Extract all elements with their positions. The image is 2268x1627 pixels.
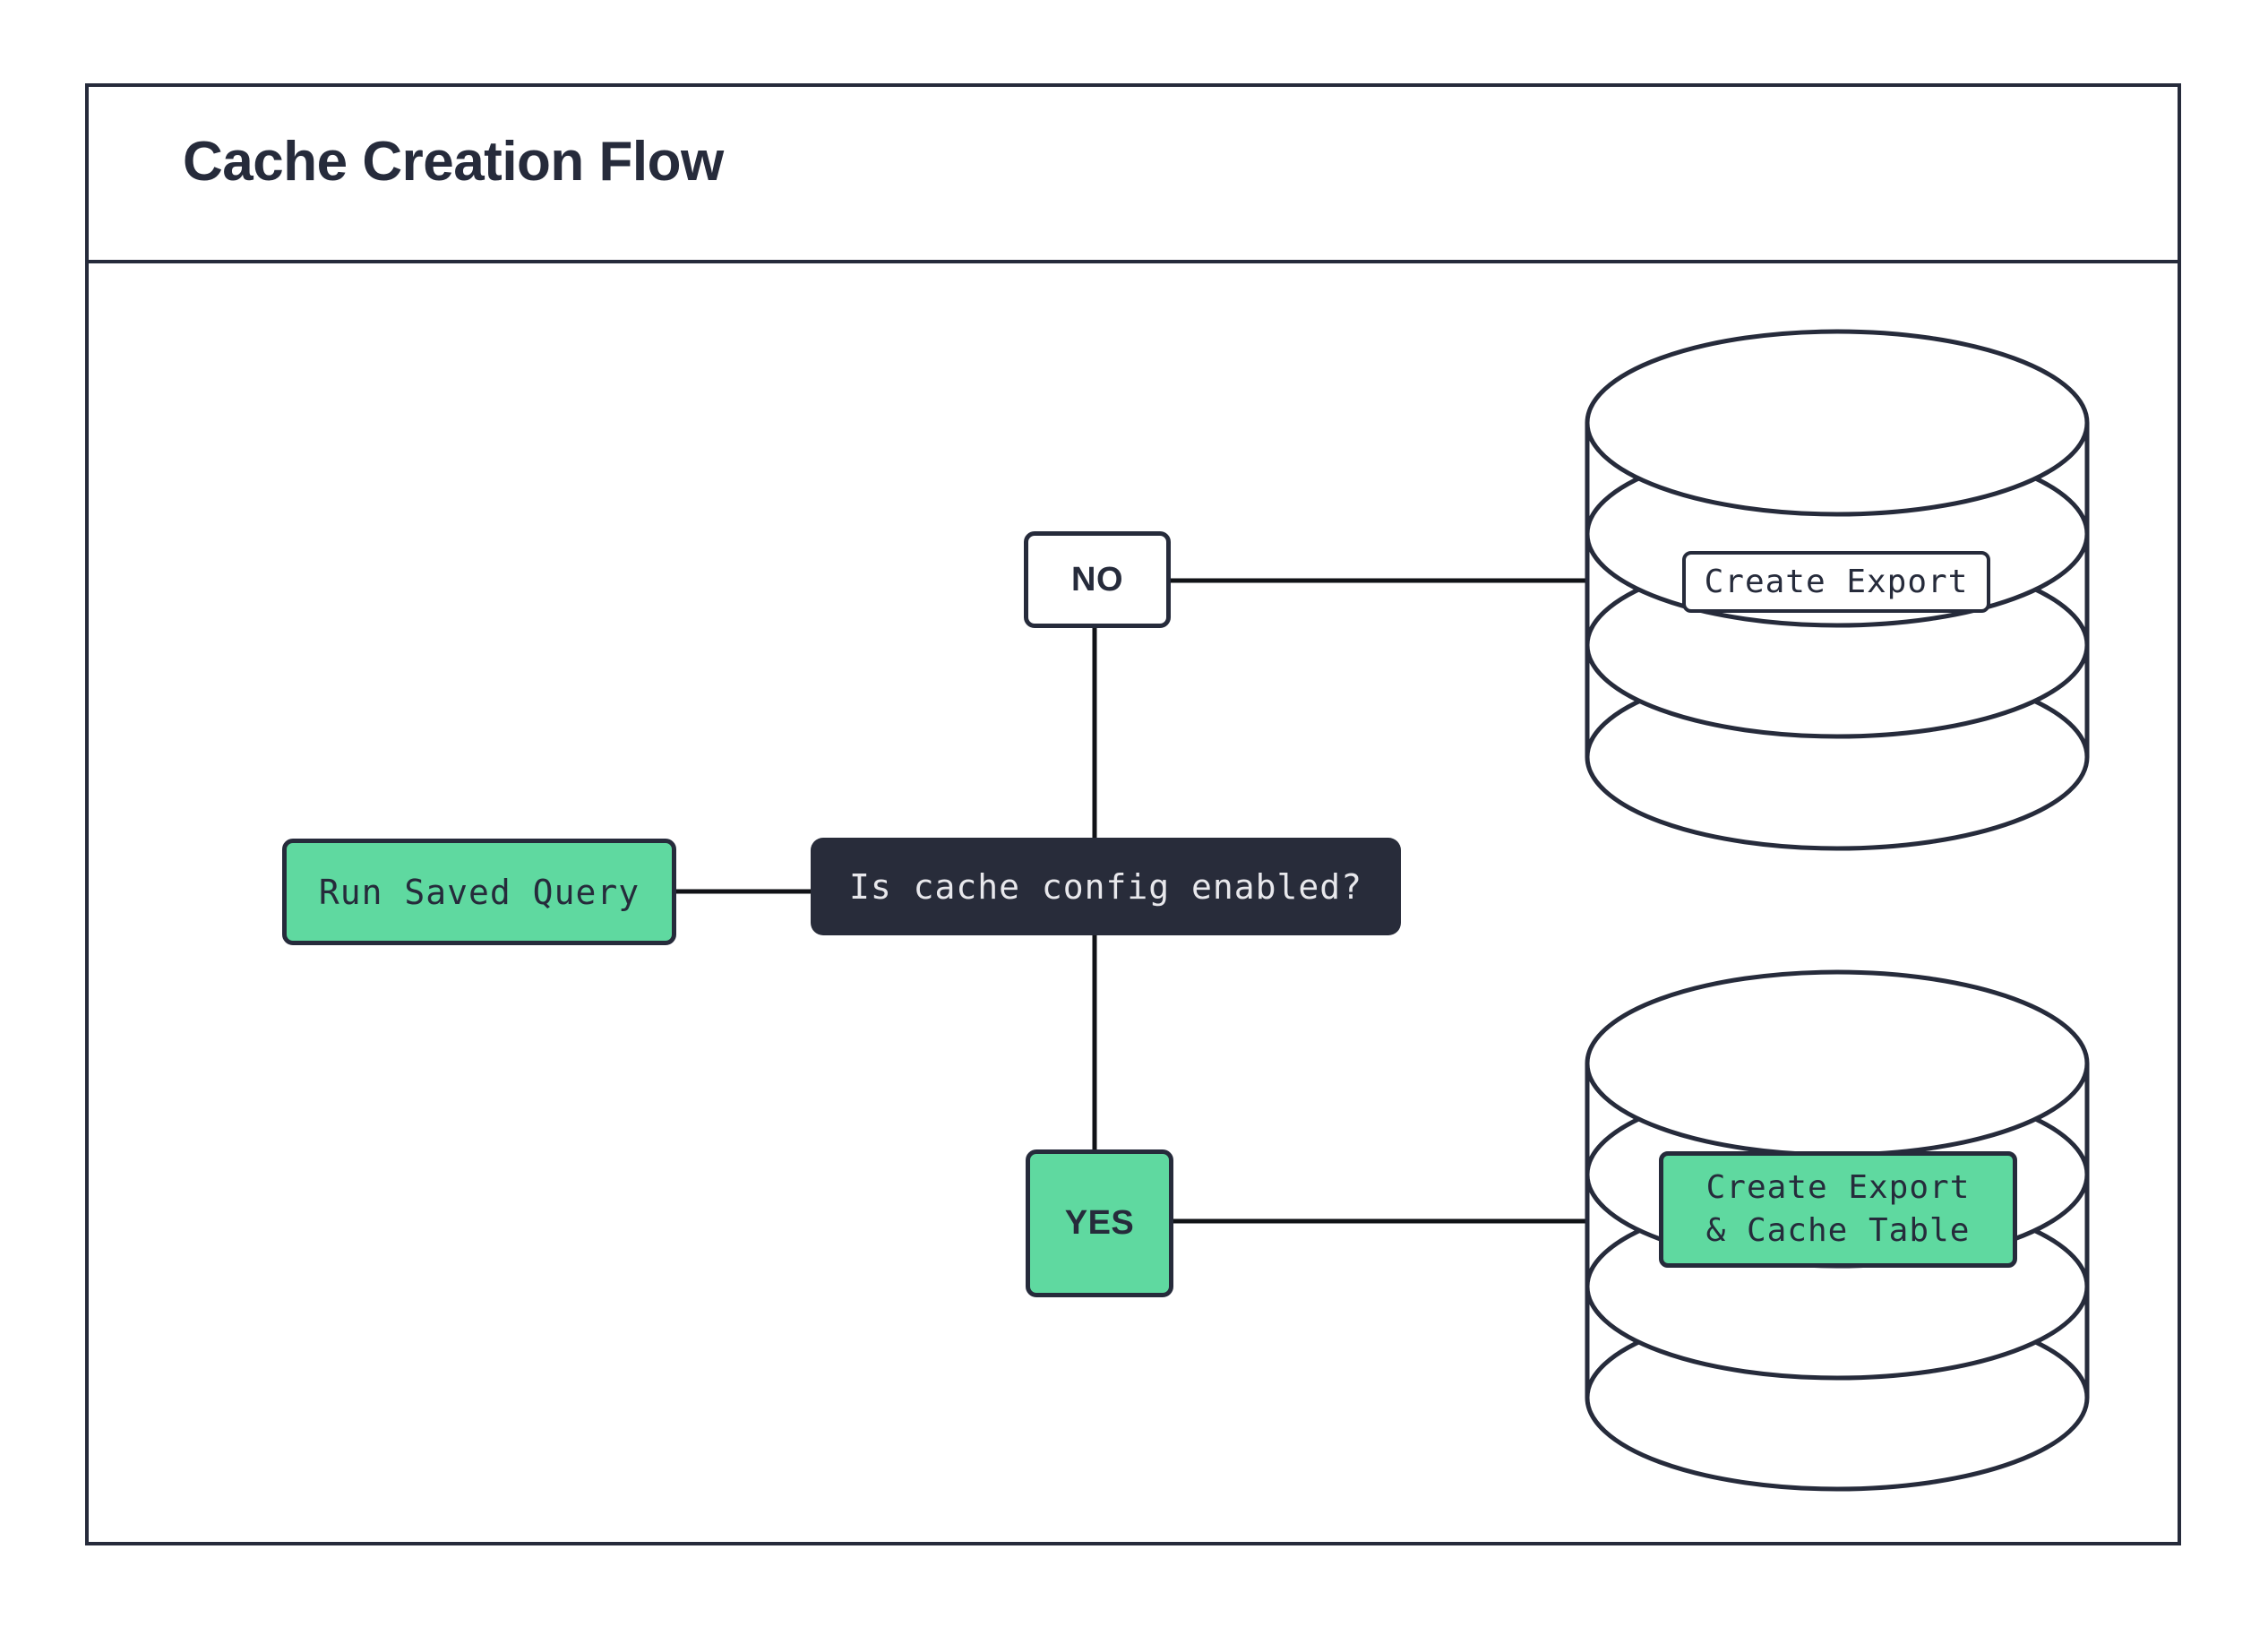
node-label-line-1: Create Export <box>1705 1169 1971 1207</box>
node-label-line-2: & Cache Table <box>1705 1212 1971 1249</box>
node-run-saved-query[interactable]: Run Saved Query <box>282 839 676 945</box>
diagram-frame: Cache Creation Flow <box>85 83 2181 1545</box>
node-branch-no[interactable]: NO <box>1024 531 1171 628</box>
diagram-title-bar: Cache Creation Flow <box>89 87 2178 263</box>
node-label-create-export-and-cache-table[interactable]: Create Export & Cache Table <box>1659 1151 2017 1268</box>
page-title: Cache Creation Flow <box>183 131 724 193</box>
node-label-create-export[interactable]: Create Export <box>1682 551 1990 613</box>
node-branch-yes[interactable]: YES <box>1026 1149 1173 1297</box>
node-decision-is-cache-config-enabled[interactable]: Is cache config enabled? <box>811 838 1401 935</box>
